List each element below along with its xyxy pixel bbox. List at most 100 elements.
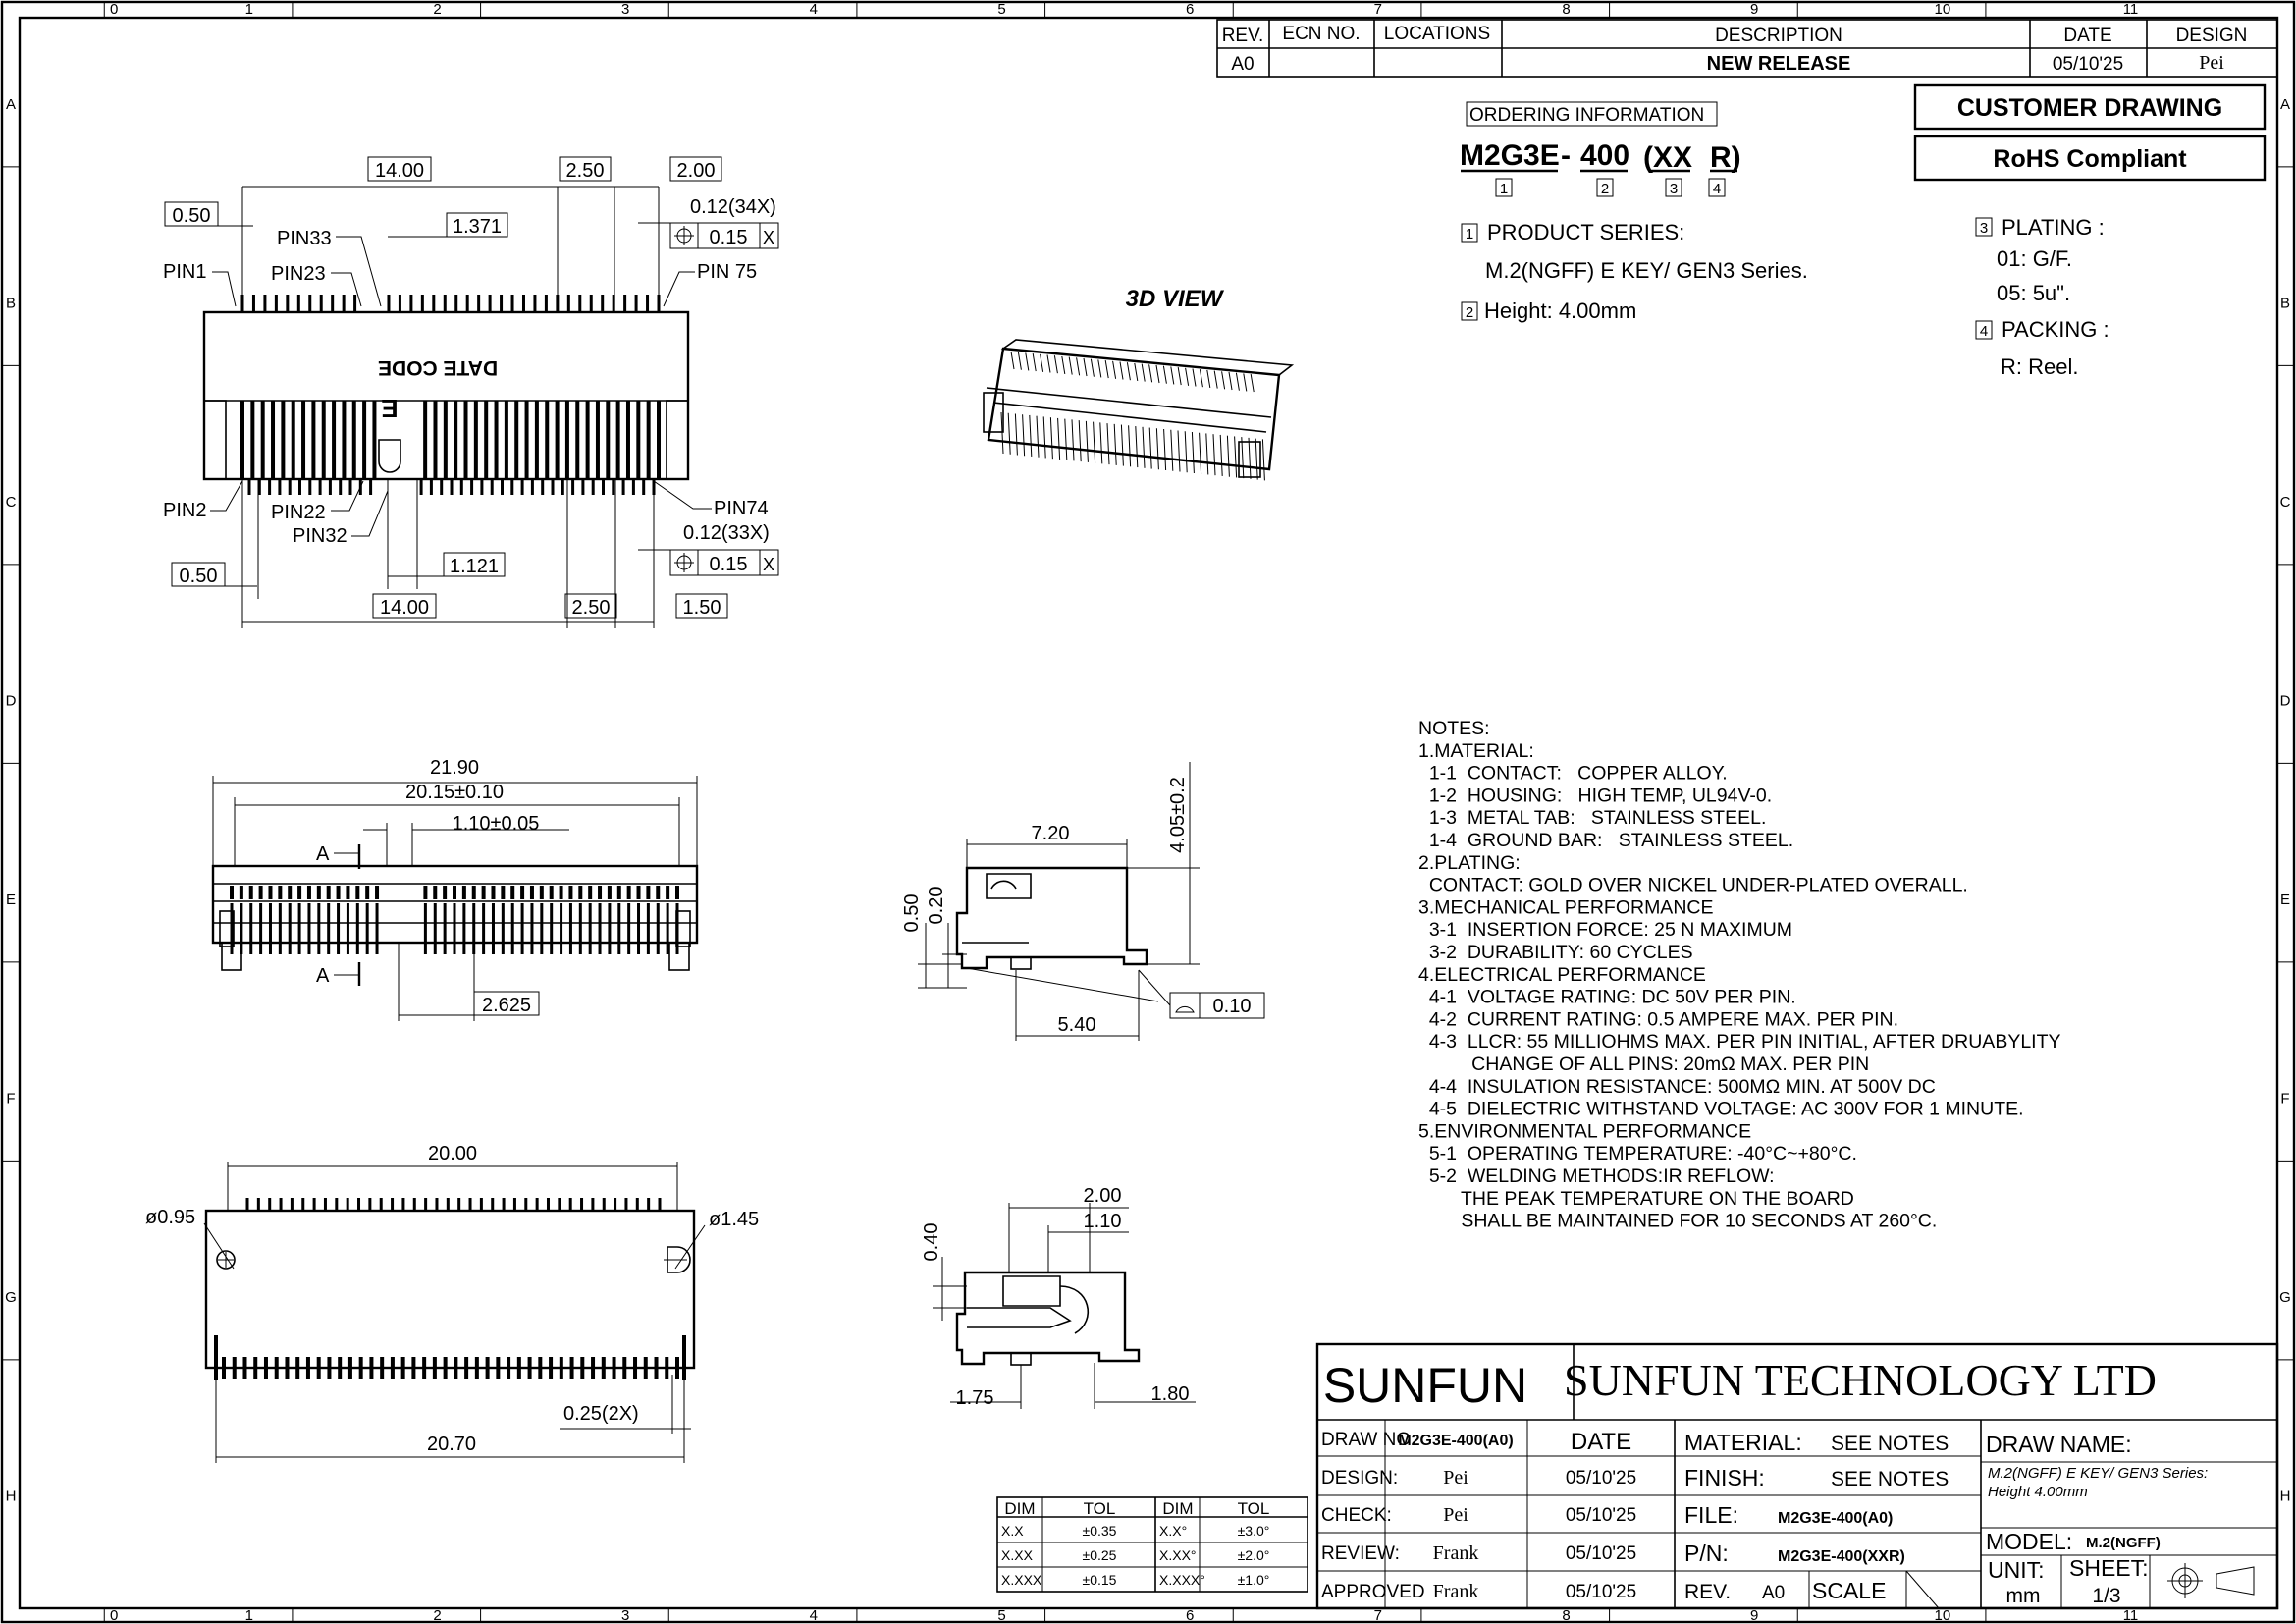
marker-4b: 4 <box>1980 323 1988 340</box>
pin <box>248 886 253 899</box>
grid-row-label: B <box>2280 296 2290 312</box>
pin <box>1163 428 1167 471</box>
grid-row-label: G <box>5 1289 17 1306</box>
pin <box>348 479 352 495</box>
pin <box>538 1357 543 1379</box>
tol-cell: ±0.25 <box>1083 1547 1117 1563</box>
pin <box>578 903 582 954</box>
pin <box>433 401 438 479</box>
ordering-information: ORDERING INFORMATION M2G3E - 400 (XX R) … <box>1460 101 2109 379</box>
pin <box>331 295 335 312</box>
pin <box>555 401 560 479</box>
pin <box>559 1357 563 1379</box>
pin <box>589 295 593 312</box>
note-line: 1-3 METAL TAB: STAINLESS STEEL. <box>1418 807 1766 829</box>
pin <box>351 401 356 479</box>
locations-header: LOCATIONS <box>1384 24 1490 44</box>
dim-top-200: 2.00 <box>677 160 716 182</box>
pin <box>412 1198 416 1212</box>
pin <box>602 1198 606 1212</box>
dim-110-sec: 1.10 <box>1084 1211 1122 1232</box>
pin <box>423 886 428 899</box>
pin <box>278 903 282 954</box>
title-block: SUNFUN SUNFUN TECHNOLOGY LTD DRAW NO. M2… <box>1315 1342 2279 1610</box>
pin <box>247 479 251 495</box>
pin <box>423 401 428 479</box>
pin <box>585 401 590 479</box>
review-label: REVIEW: <box>1321 1543 1400 1564</box>
pin <box>535 1198 539 1212</box>
design-header: DESIGN <box>2176 26 2248 46</box>
dim-top-250: 2.50 <box>566 160 605 182</box>
dim-2190: 21.90 <box>430 757 479 779</box>
pin <box>479 1198 483 1212</box>
note-line: 5-1 OPERATING TEMPERATURE: -40°C~+80°C. <box>1418 1143 1857 1164</box>
plating-05: 05: 5u". <box>1997 281 2070 305</box>
pin <box>1025 352 1030 371</box>
part-plating: (XX <box>1643 141 1692 174</box>
section-view: 2.00 1.10 0.40 1.75 1.80 <box>921 1185 1196 1409</box>
sheet-label: SHEET: <box>2069 1555 2149 1581</box>
grid-col-label: 9 <box>1750 1607 1758 1624</box>
pin <box>468 1198 472 1212</box>
dim-200-sec: 2.00 <box>1084 1185 1122 1207</box>
tol-header: TOL <box>1238 1499 1270 1518</box>
part-dash: - <box>1561 139 1571 172</box>
pin <box>656 886 661 899</box>
pin <box>1093 421 1096 463</box>
pin <box>601 295 605 312</box>
packing-label: PACKING : <box>2002 317 2109 342</box>
pin <box>491 903 495 954</box>
pin <box>568 886 573 899</box>
pin <box>510 903 514 954</box>
pin <box>568 903 572 954</box>
pin <box>474 1357 479 1379</box>
pin <box>569 1357 574 1379</box>
grid-col-label: 4 <box>810 1 818 18</box>
grid-col-label: 7 <box>1374 1 1382 18</box>
check-name: Pei <box>1443 1504 1468 1526</box>
pin <box>398 295 401 312</box>
pin <box>357 1198 361 1212</box>
part-packing: R) <box>1710 141 1741 174</box>
tol-cell: ±0.15 <box>1083 1572 1117 1588</box>
pin <box>297 903 301 954</box>
pin <box>646 903 650 954</box>
pin <box>326 886 331 899</box>
pin <box>623 295 627 312</box>
marker-2b: 2 <box>1466 304 1473 321</box>
pin <box>1106 423 1110 465</box>
pin <box>477 295 481 312</box>
grid-col-label: 6 <box>1186 1 1194 18</box>
note-line: CHANGE OF ALL PINS: 20mΩ MAX. PER PIN <box>1418 1054 1869 1075</box>
pin <box>496 1357 501 1379</box>
pin <box>1046 354 1051 373</box>
pin <box>540 903 544 954</box>
pin <box>369 1357 374 1379</box>
note-line: 1-2 HOUSING: HIGH TEMP, UL94V-0. <box>1418 785 1772 806</box>
tol-header: DIM <box>1162 1499 1193 1518</box>
pin <box>490 479 494 495</box>
note-line: 5-2 WELDING METHODS:IR REFLOW: <box>1418 1165 1775 1187</box>
grid-row-label: F <box>6 1091 15 1108</box>
bottom-view-lower-pins <box>214 1335 686 1380</box>
pin <box>433 903 437 954</box>
pin <box>654 1357 659 1379</box>
note-line: 3.MECHANICAL PERFORMANCE <box>1418 896 1714 918</box>
grid-col-label: 0 <box>110 1607 118 1624</box>
grid-col-label: 8 <box>1562 1 1570 18</box>
design-value: Pei <box>2199 52 2224 74</box>
pin <box>546 1198 550 1212</box>
projection-symbol-icon <box>2167 1563 2255 1598</box>
pin <box>230 903 234 954</box>
pin <box>274 295 278 312</box>
pin <box>450 479 454 495</box>
pin <box>1155 428 1159 470</box>
pin <box>260 401 265 479</box>
pin <box>249 903 253 954</box>
pin <box>473 401 478 479</box>
dim-110: 1.10±0.05 <box>453 813 540 835</box>
pin <box>578 295 582 312</box>
